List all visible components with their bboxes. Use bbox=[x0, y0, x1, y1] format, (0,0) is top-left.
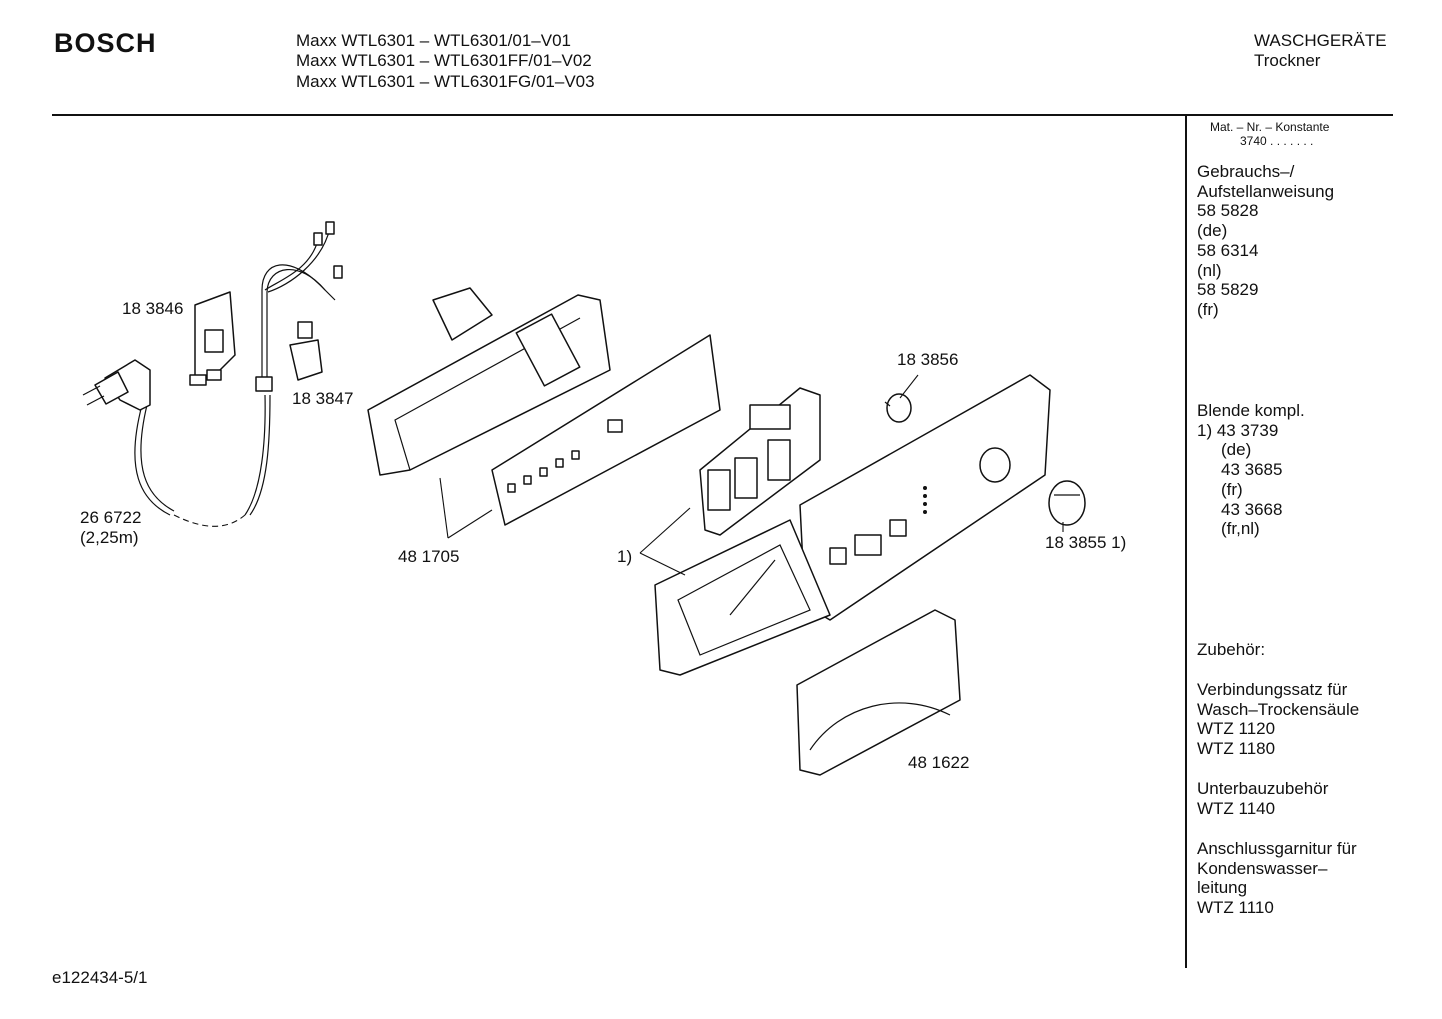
manual-line: Aufstellanweisung bbox=[1197, 181, 1335, 201]
manual-line: 58 5828 bbox=[1197, 201, 1259, 221]
label-18-3846: 18 3846 bbox=[122, 299, 184, 318]
mat-nr-label: Mat. – Nr. – Konstante bbox=[1210, 120, 1330, 134]
knob-18-3855-part bbox=[1048, 480, 1086, 526]
model-line-1: Maxx WTL6301 – WTL6301/01–V01 bbox=[296, 31, 571, 50]
blende-item: (fr) bbox=[1221, 479, 1243, 499]
filter-plug-part bbox=[289, 321, 323, 381]
category-subtitle: Trockner bbox=[1254, 51, 1321, 70]
manual-section: Gebrauchs–/ Aufstellanweisung 58 5828 (d… bbox=[1197, 162, 1334, 320]
blende-item: (fr,nl) bbox=[1221, 519, 1260, 539]
label-18-3847: 18 3847 bbox=[292, 389, 354, 408]
label-26-6722: 26 6722 bbox=[80, 508, 142, 527]
model-line-2: Maxx WTL6301 – WTL6301FF/01–V02 bbox=[296, 51, 592, 70]
blende-title: Blende kompl. bbox=[1197, 401, 1305, 420]
label-48-1622: 48 1622 bbox=[908, 753, 970, 772]
door-flap-part bbox=[796, 609, 961, 776]
rear-frame-part bbox=[367, 287, 611, 476]
manual-line: (fr) bbox=[1197, 299, 1219, 319]
blende-section: Blende kompl. 1) 43 3739 (de) 43 3685 (f… bbox=[1197, 401, 1305, 539]
cable-harness-part bbox=[255, 221, 343, 392]
zubehoer-line: WTZ 1180 bbox=[1197, 739, 1276, 759]
manual-line: Gebrauchs–/ bbox=[1197, 162, 1295, 181]
zubehoer-line: leitung bbox=[1197, 878, 1248, 898]
label-18-3855: 18 3855 1) bbox=[1045, 533, 1127, 552]
zubehoer-line: WTZ 1140 bbox=[1197, 798, 1276, 818]
zubehoer-line: Unterbauzubehör bbox=[1197, 779, 1329, 798]
zubehoer-line: WTZ 1120 bbox=[1197, 719, 1276, 739]
model-line-3: Maxx WTL6301 – WTL6301FG/01–V03 bbox=[296, 72, 595, 91]
power-cord-part bbox=[82, 359, 271, 527]
header-divider bbox=[52, 114, 1393, 116]
zubehoer-line: WTZ 1110 bbox=[1197, 898, 1274, 918]
zubehoer-line: Kondenswasser– bbox=[1197, 858, 1328, 878]
connector-block-part bbox=[189, 291, 236, 386]
blende-item: 43 3685 bbox=[1221, 460, 1283, 480]
label-26-6722-length: (2,25m) bbox=[80, 528, 139, 547]
button-carrier-part bbox=[699, 387, 821, 536]
leader-lines bbox=[439, 374, 1064, 576]
front-panel-part bbox=[799, 374, 1051, 621]
zubehoer-line: Anschlussgarnitur für bbox=[1197, 839, 1357, 858]
blende-item: 43 3668 bbox=[1221, 499, 1283, 519]
drawer-frame-part bbox=[654, 519, 831, 676]
manual-line: (nl) bbox=[1197, 260, 1222, 280]
mat-nr-value: 3740 . . . . . . . bbox=[1240, 134, 1314, 148]
sidebar-divider bbox=[1185, 116, 1187, 968]
zubehoer-title: Zubehör: bbox=[1197, 640, 1266, 659]
manual-line: 58 5829 bbox=[1197, 280, 1259, 300]
blende-item: (de) bbox=[1221, 440, 1252, 460]
knob-18-3856-part bbox=[884, 393, 912, 423]
category-title: WASCHGERÄTE bbox=[1254, 31, 1387, 50]
brand-logo: BOSCH bbox=[54, 28, 157, 58]
zubehoer-group-2: Unterbauzubehör WTZ 1140 bbox=[1197, 779, 1328, 818]
label-48-1705: 48 1705 bbox=[398, 547, 460, 566]
zubehoer-line: Verbindungssatz für bbox=[1197, 680, 1348, 699]
blende-first: 1) 43 3739 bbox=[1197, 420, 1279, 440]
label-note-1: 1) bbox=[617, 547, 633, 566]
circuit-board-part bbox=[491, 334, 721, 526]
document-id: e122434-5/1 bbox=[52, 968, 148, 987]
manual-line: (de) bbox=[1197, 221, 1228, 241]
label-18-3856: 18 3856 bbox=[897, 350, 959, 369]
zubehoer-group-1: Verbindungssatz für Wasch–Trockensäule W… bbox=[1197, 680, 1359, 759]
manual-line: 58 6314 bbox=[1197, 240, 1259, 260]
zubehoer-line: Wasch–Trockensäule bbox=[1197, 699, 1360, 719]
zubehoer-group-3: Anschlussgarnitur für Kondenswasser– lei… bbox=[1197, 839, 1357, 918]
